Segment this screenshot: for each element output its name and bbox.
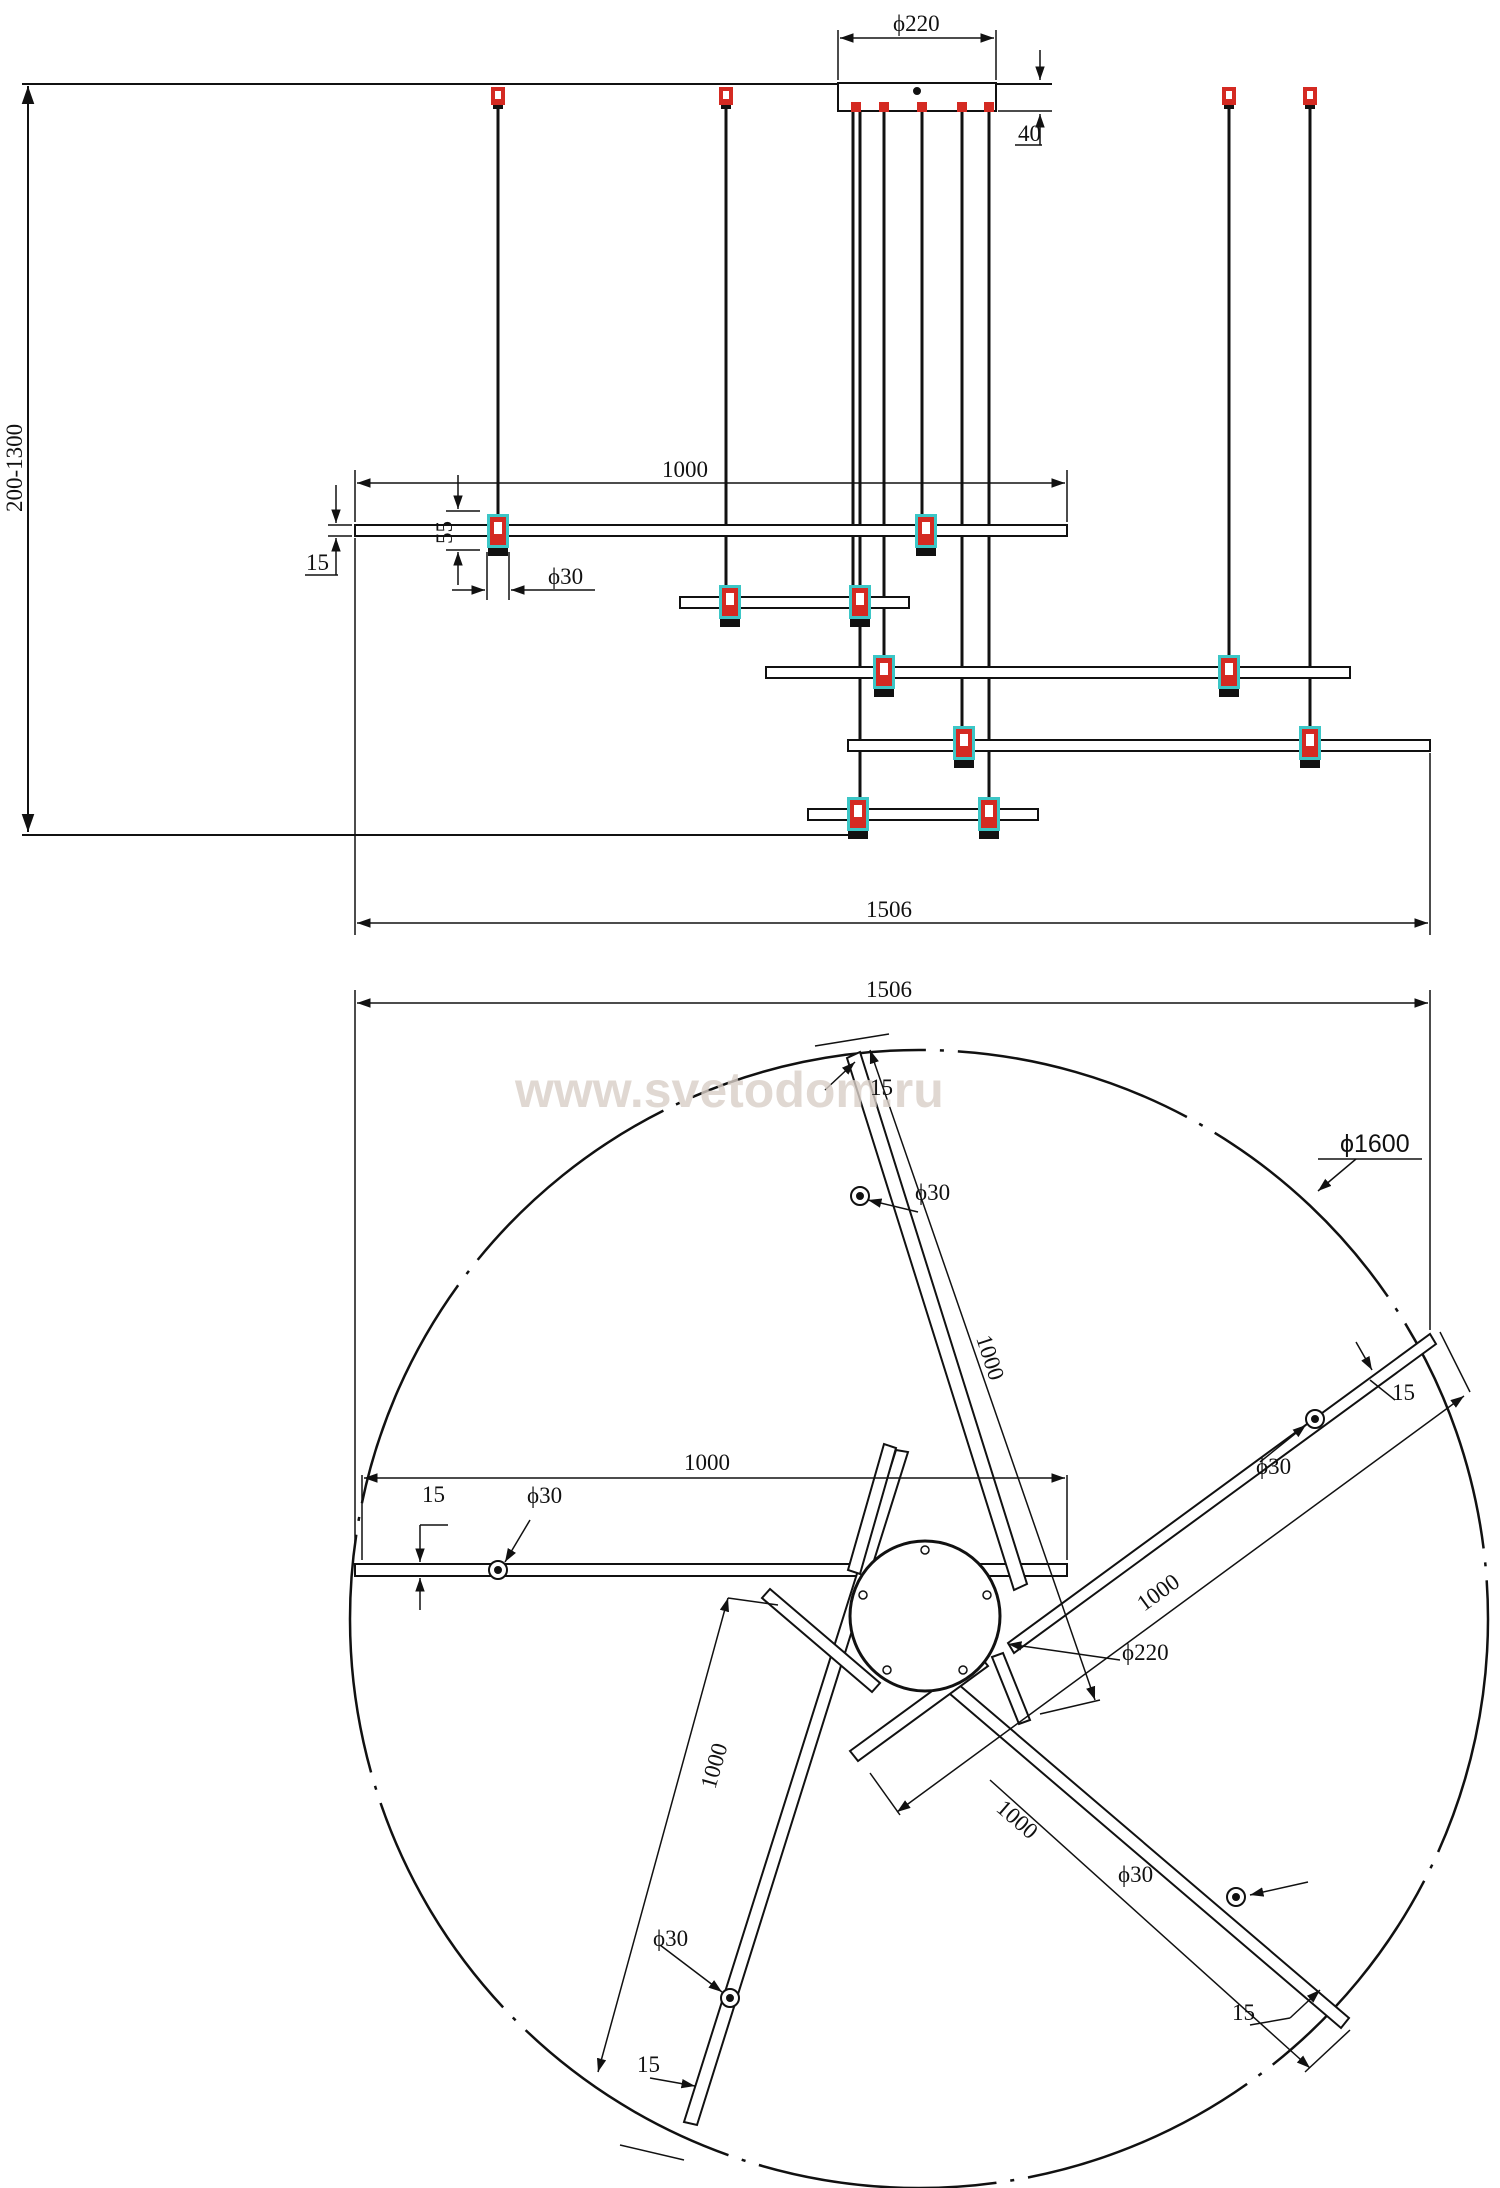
canopy-diameter-plan-label: ϕ220 xyxy=(1122,1640,1169,1665)
arm-bottom-right xyxy=(934,1670,1351,2030)
bottom-left-arm-width-label: 15 xyxy=(637,2052,660,2077)
circle-diameter-label: ϕ1600 xyxy=(1340,1130,1410,1158)
suspension-cables xyxy=(496,100,1312,820)
bar-thickness-label: 15 xyxy=(306,550,329,575)
canopy-height-label: 40 xyxy=(1018,121,1041,146)
bottom-right-arm-width-label: 15 xyxy=(1232,2000,1255,2025)
right-arm-length-label: 1000 xyxy=(1132,1569,1184,1616)
bottom-right-arm-length-label: 1000 xyxy=(992,1795,1043,1844)
left-arm-length-label: 1000 xyxy=(684,1450,730,1475)
canopy-center-dot xyxy=(913,87,921,95)
top-lamp-diameter-label: ϕ30 xyxy=(915,1180,950,1205)
left-arm-width-label: 15 xyxy=(422,1482,445,1507)
bar-height-label: 55 xyxy=(432,521,457,544)
bottom-left-arm-length-label: 1000 xyxy=(696,1740,733,1791)
left-lamp-diameter-label: ϕ30 xyxy=(527,1483,562,1508)
plan-view xyxy=(348,990,1490,2188)
lamp-diameter-label: ϕ30 xyxy=(548,564,583,589)
right-arm-width-label: 15 xyxy=(1392,1380,1415,1405)
plan-lamps xyxy=(488,1186,1325,2008)
side-view xyxy=(21,30,1431,935)
ceiling-anchors xyxy=(491,87,1317,112)
right-lamp-diameter-label: ϕ30 xyxy=(1256,1454,1291,1479)
watermark: www.svetodom.ru xyxy=(514,1062,944,1118)
arm-short-4 xyxy=(990,1651,1032,1726)
plan-overall-width-label: 1506 xyxy=(866,977,912,1002)
height-range-label: 200-1300 xyxy=(2,424,27,512)
canopy-diameter-label: ϕ220 xyxy=(893,11,940,36)
top-arm-width-label: 15 xyxy=(870,1075,893,1100)
bottom-right-lamp-diameter-label: ϕ30 xyxy=(1118,1862,1153,1887)
light-bars xyxy=(354,524,1431,821)
bar-length-label: 1000 xyxy=(662,457,708,482)
overall-width-label: 1506 xyxy=(866,897,912,922)
bottom-left-lamp-diameter-label: ϕ30 xyxy=(653,1926,688,1951)
plan-canopy xyxy=(848,1539,1002,1693)
